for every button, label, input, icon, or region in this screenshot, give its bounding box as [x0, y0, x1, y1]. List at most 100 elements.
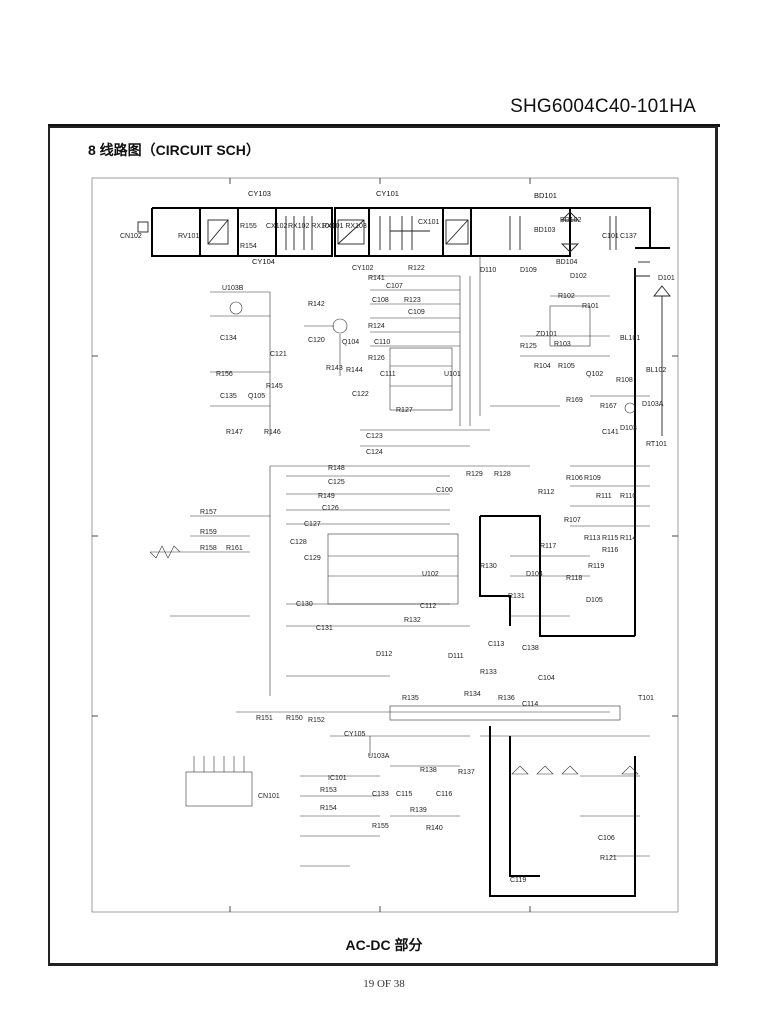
- label-r109: R109: [584, 475, 601, 482]
- label-q104: Q104: [342, 339, 359, 346]
- label-r125: R125: [520, 343, 537, 350]
- label-bd104: BD104: [556, 259, 578, 266]
- label-r114: R114: [620, 535, 636, 542]
- label-c137: C137: [620, 233, 637, 240]
- label-r115: R115: [602, 535, 618, 542]
- label-c138: C138: [522, 645, 539, 652]
- label-c135: C135: [220, 393, 237, 400]
- label-r110: R110: [620, 493, 636, 500]
- label-u101: U101: [444, 371, 461, 378]
- label-c128: C128: [290, 539, 307, 546]
- label-u103b: U103B: [222, 285, 244, 292]
- document-code: SHG6004C40-101HA: [510, 96, 696, 117]
- label-r146: R146: [264, 429, 281, 436]
- label-c124: C124: [366, 449, 383, 456]
- label-cx101: CX101: [418, 219, 440, 226]
- label-cy104: CY104: [252, 257, 275, 266]
- label-r155: R155: [240, 223, 257, 230]
- label-r106: R106: [566, 475, 583, 482]
- label-r149: R149: [318, 493, 335, 500]
- label-bl101: BL101: [620, 335, 640, 342]
- label-r112: R112: [538, 489, 554, 496]
- header-rule: [48, 124, 720, 127]
- label-c104: C104: [538, 675, 555, 682]
- label-r159: R159: [200, 529, 217, 536]
- label-cy105: CY105: [344, 731, 366, 738]
- label-r138: R138: [420, 767, 437, 774]
- label-c127: C127: [304, 521, 321, 528]
- circuit-schematic: CY103 CY101 BD101 CN102 RV101 R155 R154 …: [90, 176, 680, 916]
- label-c112: C112: [420, 603, 436, 610]
- label-d103a: D103A: [642, 401, 664, 408]
- label-d104: D104: [526, 571, 543, 578]
- page-number: 19 OF 38: [363, 978, 405, 990]
- label-r147: R147: [226, 429, 243, 436]
- label-cy102: CY102: [352, 265, 374, 272]
- label-r119: R119: [588, 563, 604, 570]
- schematic-caption: AC-DC 部分: [345, 937, 423, 953]
- label-cn102: CN102: [120, 233, 142, 240]
- label-ic101: IC101: [328, 775, 347, 782]
- label-rv101: RV101: [178, 233, 199, 240]
- label-q102: Q102: [586, 371, 603, 378]
- label-zd101: ZD101: [536, 331, 557, 338]
- label-r131: R131: [508, 593, 525, 600]
- label-c134: C134: [220, 335, 237, 342]
- label-r154b: R154: [320, 805, 337, 812]
- label-d102: D102: [570, 273, 587, 280]
- label-rx102: RX102 RX104: [288, 223, 333, 230]
- label-r136: R136: [498, 695, 515, 702]
- label-c129: C129: [304, 555, 321, 562]
- label-r161: R161: [226, 545, 243, 552]
- label-r148: R148: [328, 465, 345, 472]
- label-cn101: CN101: [258, 793, 280, 800]
- label-r152: R152: [308, 717, 325, 724]
- label-r142: R142: [308, 301, 325, 308]
- label-c126: C126: [322, 505, 339, 512]
- label-u103a: U103A: [368, 753, 390, 760]
- label-r105: R105: [558, 363, 575, 370]
- label-c111: C111: [380, 371, 396, 378]
- label-r107: R107: [564, 517, 581, 524]
- page-frame: [48, 126, 718, 966]
- label-c121: C121: [270, 351, 287, 358]
- label-c115: C115: [396, 791, 412, 798]
- label-r104: R104: [534, 363, 551, 370]
- label-cx102: CX102: [266, 223, 288, 230]
- label-r111: R111: [596, 493, 612, 500]
- label-r144: R144: [346, 367, 363, 374]
- label-c101: C101: [602, 233, 619, 240]
- label-cy101: CY101: [376, 189, 399, 198]
- section-title: 8 线路图（CIRCUIT SCH）: [88, 142, 260, 158]
- label-r118: R118: [566, 575, 582, 582]
- label-r102: R102: [558, 293, 575, 300]
- label-d101: D101: [658, 275, 675, 282]
- label-c110: C110: [374, 339, 390, 346]
- label-c114: C114: [522, 701, 538, 708]
- label-r121: R121: [600, 855, 617, 862]
- label-t101: T101: [638, 695, 654, 702]
- label-d109: D109: [520, 267, 537, 274]
- label-r169: R169: [566, 397, 583, 404]
- label-c116: C116: [436, 791, 452, 798]
- label-cy103: CY103: [248, 189, 271, 198]
- label-c119: C119: [510, 877, 526, 884]
- label-r140: R140: [426, 825, 443, 832]
- label-r137: R137: [458, 769, 475, 776]
- label-rx101: RX101 RX103: [322, 223, 367, 230]
- label-r124: R124: [368, 323, 385, 330]
- label-c123: C123: [366, 433, 383, 440]
- label-c120: C120: [308, 337, 325, 344]
- label-rt101: RT101: [646, 441, 667, 448]
- label-r157: R157: [200, 509, 217, 516]
- label-c100: C100: [436, 487, 453, 494]
- label-bd101: BD101: [534, 191, 557, 200]
- label-r145: R145: [266, 383, 283, 390]
- label-r158: R158: [200, 545, 217, 552]
- label-r116: R116: [602, 547, 618, 554]
- label-r126: R126: [368, 355, 385, 362]
- label-r156: R156: [216, 371, 233, 378]
- label-r151: R151: [256, 715, 273, 722]
- label-r113: R113: [584, 535, 600, 542]
- label-r123: R123: [404, 297, 421, 304]
